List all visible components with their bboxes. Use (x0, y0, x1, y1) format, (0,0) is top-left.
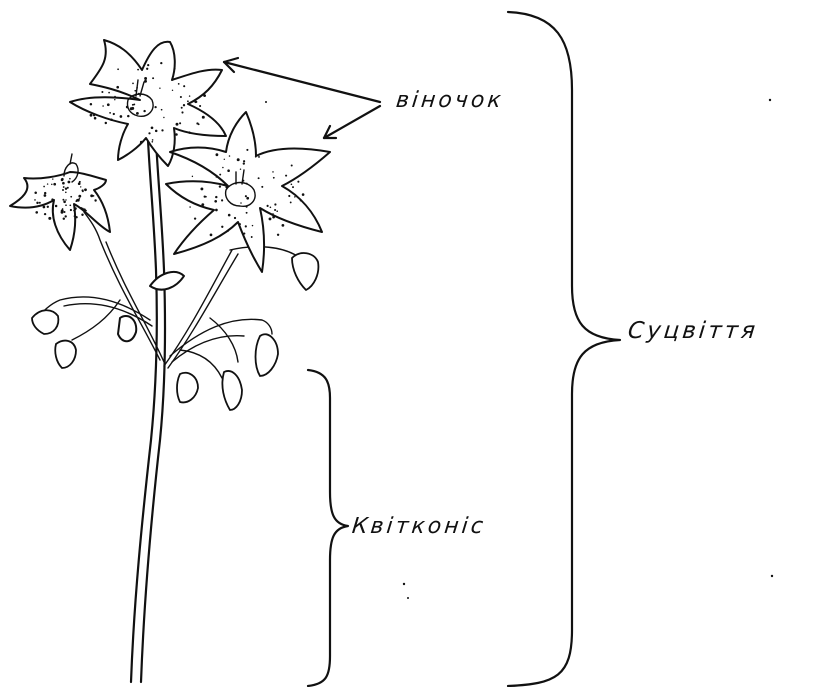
left-flower (10, 154, 110, 250)
inflorescence-brace (508, 12, 620, 686)
peduncle-label: Квітконіс (351, 514, 487, 539)
leaf (118, 272, 184, 341)
corolla-label: віночок (395, 88, 505, 113)
right-flower (166, 112, 330, 272)
main-stem (131, 140, 165, 682)
inflorescence-label: Суцвіття (627, 318, 760, 344)
peduncle-brace (308, 370, 348, 686)
